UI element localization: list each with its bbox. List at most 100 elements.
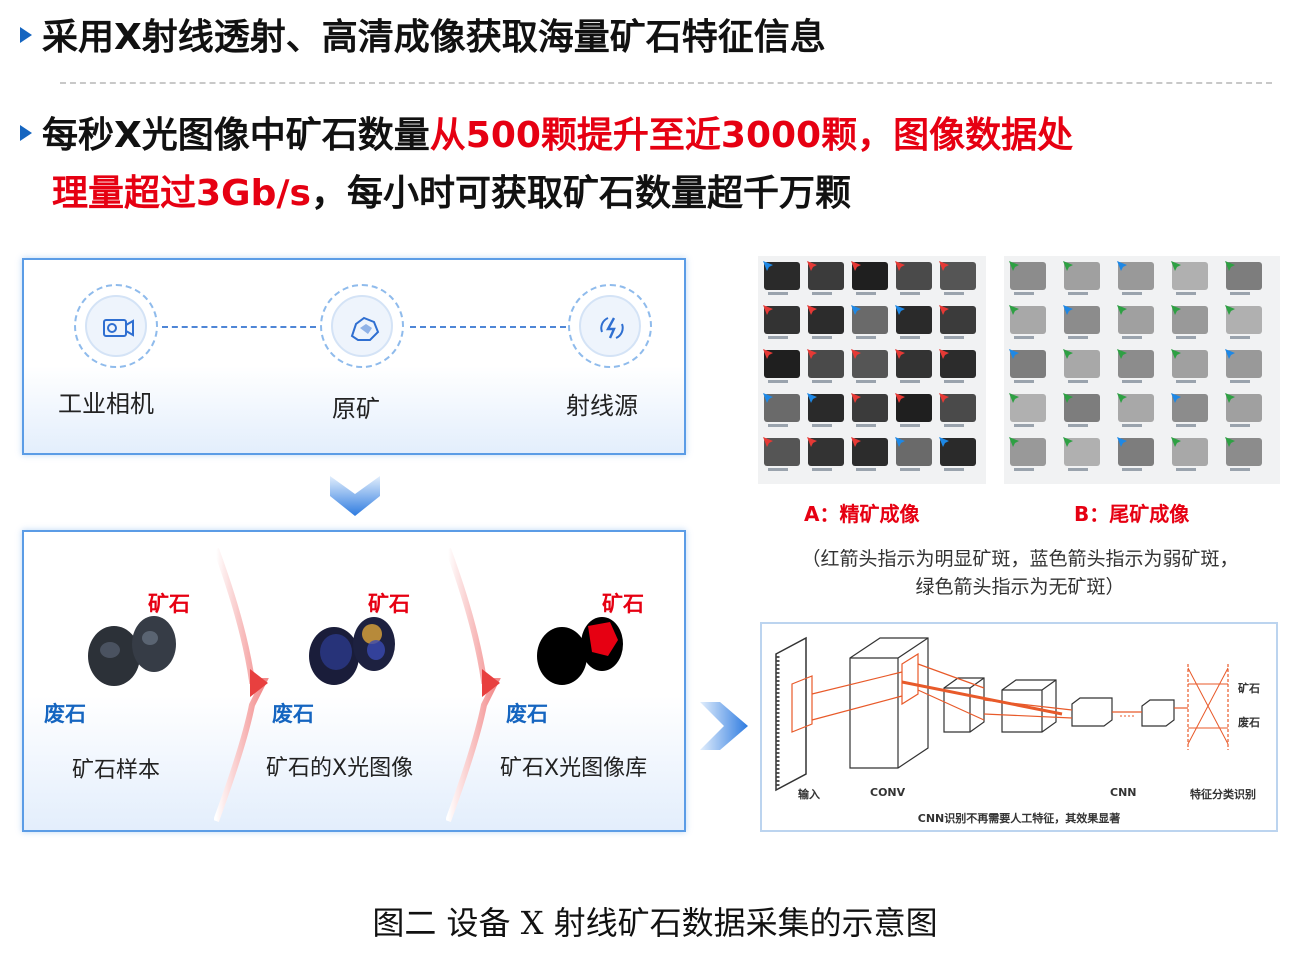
ore-thumbnail [940,262,976,290]
ore-thumbnail [1226,438,1262,466]
bullet-3-text: ，每小时可获取矿石数量超千万颗 [310,173,851,214]
pointer-arrow-icon [1117,437,1127,447]
thumbnail-label [1068,468,1088,471]
ore-thumbnail [1010,394,1046,422]
pointer-arrow-icon [1225,437,1235,447]
pointer-arrow-icon [1117,393,1127,403]
ore-thumbnail [1118,350,1154,378]
concentrate-caption: A：精矿成像 [804,502,920,526]
pointer-arrow-icon [763,393,773,403]
thumbnail-label [1122,380,1142,383]
ore-tag: 矿石 [368,592,410,616]
thumbnail-label [812,336,832,339]
pointer-arrow-icon [1117,305,1127,315]
thumbnail-label [900,336,920,339]
ore-thumbnail [1172,394,1208,422]
ore-thumbnail [808,394,844,422]
ore-thumbnail [940,350,976,378]
ore-thumbnail [808,306,844,334]
cnn-output-waste: 废石 [1238,716,1260,729]
bullet-1: 采用X射线透射、高清成像获取海量矿石特征信息 [20,12,826,64]
pointer-arrow-icon [1225,393,1235,403]
ore-thumbnail [1010,438,1046,466]
radiation-icon [600,317,624,339]
bullet-2: 每秒X光图像中矿石数量从500颗提升至近3000颗，图像数据处 [20,110,1073,162]
arrow-legend-line1: （红箭头指示为明显矿斑，蓝色箭头指示为弱矿斑， [801,548,1239,570]
thumbnail-label [1176,424,1196,427]
thumbnail-label [900,424,920,427]
bullet-arrow-icon [20,125,32,141]
thumbnail-label [812,292,832,295]
pointer-arrow-icon [1063,437,1073,447]
pointer-arrow-icon [939,349,949,359]
step-arrow-icon [446,547,501,823]
thumbnail-label [768,468,788,471]
pointer-arrow-icon [763,437,773,447]
ore-sample-image [88,616,176,686]
thumbnail-label [768,292,788,295]
cnn-cnn-label: CNN [1110,786,1137,799]
pointer-arrow-icon [763,261,773,271]
tailings-caption: B：尾矿成像 [1074,502,1190,526]
thumbnail-label [768,424,788,427]
ore-thumbnail [1064,350,1100,378]
ore-thumbnail [1118,262,1154,290]
thumbnail-label [1176,468,1196,471]
pointer-arrow-icon [851,305,861,315]
thumbnail-label [1068,336,1088,339]
pointer-arrow-icon [1009,305,1019,315]
ore-thumbnail [1226,306,1262,334]
pointer-arrow-icon [807,261,817,271]
waste-tag: 废石 [44,702,86,726]
pointer-arrow-icon [807,393,817,403]
pointer-arrow-icon [1171,305,1181,315]
ore-thumbnail [1064,394,1100,422]
thumbnail-label [812,468,832,471]
ore-thumbnail [1226,262,1262,290]
figure-caption: 图二 设备 X 射线矿石数据采集的示意图 [372,904,938,942]
thumbnail-label [944,292,964,295]
thumbnail-label [900,292,920,295]
thumbnail-label [944,468,964,471]
bullet-1-text: 采用X射线透射、高清成像获取海量矿石特征信息 [42,17,826,58]
ore-thumbnail [1064,438,1100,466]
cnn-diagram-panel: 输入 CONV CNN 特征分类识别 矿石 废石 CNN识别不再需要人工特征，其… [760,622,1278,832]
ore-thumbnail [852,350,888,378]
xray-caption: 矿石的X光图像 [266,756,414,781]
pointer-arrow-icon [895,393,905,403]
pointer-arrow-icon [1009,261,1019,271]
pointer-arrow-icon [851,393,861,403]
pointer-arrow-icon [1117,261,1127,271]
waste-tag: 废石 [506,702,548,726]
cnn-conv-label: CONV [870,786,906,799]
thumbnail-label [856,468,876,471]
thumbnail-label [768,336,788,339]
thumbnail-label [1230,292,1250,295]
thumbnail-label [1068,424,1088,427]
thumbnail-label [856,336,876,339]
pointer-arrow-icon [895,305,905,315]
pointer-arrow-icon [851,349,861,359]
ore-thumbnail [1172,438,1208,466]
ore-thumbnail [896,394,932,422]
pointer-arrow-icon [807,305,817,315]
pointer-arrow-icon [939,393,949,403]
cnn-output-ore: 矿石 [1238,682,1260,695]
ore-thumbnail [940,438,976,466]
ore-thumbnail [1118,394,1154,422]
step-arrow-icon [214,547,269,823]
ore-thumbnail [1172,306,1208,334]
image-library-image [537,617,623,685]
ore-thumbnail [852,394,888,422]
steps-panel [22,530,686,832]
thumbnail-label [1122,336,1142,339]
waste-tag: 废石 [272,702,314,726]
pointer-arrow-icon [1063,261,1073,271]
ore-thumbnail [852,438,888,466]
ore-tag: 矿石 [602,592,644,616]
camera-icon [103,319,134,337]
pointer-arrow-icon [1171,261,1181,271]
pointer-arrow-icon [895,261,905,271]
ore-thumbnail [764,438,800,466]
thumbnail-label [1176,380,1196,383]
